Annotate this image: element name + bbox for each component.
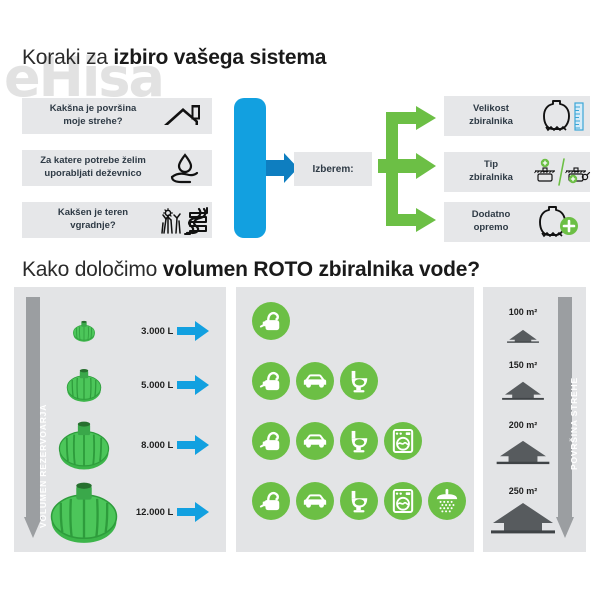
r3-line1: Dodatno [471, 209, 511, 221]
roof-area-label: 200 m² [508, 420, 538, 430]
q2-line1: Za katere potrebe želim [40, 155, 146, 167]
blue-arrow-right [173, 375, 212, 395]
title-bottom-plain: Kako določimo [22, 258, 163, 281]
result-box-tank-size[interactable]: Velikost zbiralnika [444, 96, 590, 136]
result-box-extra-equipment[interactable]: Dodatno opremo [444, 202, 590, 242]
watering-can-icon [252, 422, 290, 460]
shower-icon [428, 482, 466, 520]
title-top-plain: Koraki za [22, 46, 114, 69]
title-top-bold: izbiro vašega sistema [113, 46, 327, 69]
r2-line1: Tip [483, 159, 499, 171]
question-box-terrain[interactable]: Kakšen je teren vgradnje? [22, 202, 212, 238]
house-icon [507, 329, 539, 343]
title-bottom-bold: volumen ROTO zbiralnika vode? [162, 258, 480, 281]
question-box-water-usage[interactable]: Za katere potrebe želim uporabljati deže… [22, 150, 212, 186]
q3-line2: vgradnje? [70, 220, 116, 231]
volume-row: 8.000 L [40, 414, 212, 476]
izberem-label: Izberem: [312, 163, 354, 175]
roof-area-label: 100 m² [508, 307, 538, 317]
izberem-box: Izberem: [294, 152, 372, 186]
volume-row: 3.000 L [40, 305, 212, 357]
q2-line2: uporabljati deževnico [44, 168, 142, 179]
result-box-tank-type[interactable]: Tip zbiralnika [444, 152, 591, 192]
house-icon [496, 440, 550, 465]
roof-area-label: 150 m² [508, 360, 538, 370]
terrain-icon [158, 202, 212, 238]
tank-image-12000 [40, 478, 129, 546]
q1-line2: moje strehe? [63, 116, 123, 127]
volume-label: 12.000 L [135, 506, 174, 518]
blue-flow-arrow [234, 98, 300, 238]
roof-row: 250 m² [490, 486, 556, 535]
usage-row-3 [252, 422, 422, 460]
question-box-water-usage-text: Za katere potrebe želim uporabljati deže… [22, 155, 158, 180]
car-icon [296, 362, 334, 400]
tank-image-5000 [40, 360, 129, 410]
volume-label: 8.000 L [141, 439, 174, 451]
car-icon [296, 482, 334, 520]
roof-row: 150 m² [490, 360, 556, 401]
toilet-icon [340, 362, 378, 400]
roof-area-label: 250 m² [508, 486, 538, 496]
volume-axis-arrow [24, 297, 42, 540]
watering-can-icon [252, 482, 290, 520]
house-icon [491, 503, 555, 534]
tank-types-icon [532, 152, 591, 192]
r3-line2: opremo [473, 222, 509, 233]
tank-image-3000 [40, 310, 129, 352]
result-box-tank-type-text: Tip zbiralnika [450, 159, 532, 184]
r1-line1: Velikost [473, 103, 509, 115]
volume-label: 3.000 L [141, 325, 174, 337]
house-icon [502, 381, 544, 400]
blue-arrow-right [173, 435, 212, 455]
blue-arrow-right [173, 321, 212, 341]
question-box-roof-area-text: Kakšna je površina moje strehe? [22, 103, 158, 128]
roof-row: 100 m² [490, 307, 556, 344]
roof-row: 200 m² [490, 420, 556, 465]
volume-label: 5.000 L [141, 379, 174, 391]
blue-arrow-right [173, 502, 212, 522]
page-title-top: Koraki za izbiro vašega sistema [22, 46, 326, 70]
usage-row-2 [252, 362, 378, 400]
green-branch-arrows [378, 96, 448, 242]
tank-image-8000 [40, 415, 129, 475]
usage-row-1 [252, 302, 290, 340]
toilet-icon [340, 422, 378, 460]
volume-row: 12.000 L [40, 478, 212, 546]
q1-line1: Kakšna je površina [49, 103, 137, 115]
roof-icon [158, 98, 212, 134]
hand-waterdrop-icon [158, 150, 212, 186]
roof-axis-label: POVRŠINA STREHE [569, 377, 579, 470]
washing-machine-icon [384, 422, 422, 460]
q3-line1: Kakšen je teren [57, 207, 129, 219]
washing-machine-icon [384, 482, 422, 520]
r2-line2: zbiralnika [469, 172, 513, 183]
toilet-icon [340, 482, 378, 520]
watering-can-icon [252, 302, 290, 340]
roof-axis-arrow [556, 297, 574, 540]
result-box-tank-size-text: Velikost zbiralnika [450, 103, 532, 128]
result-box-extra-equipment-text: Dodatno opremo [450, 209, 532, 234]
question-box-roof-area[interactable]: Kakšna je površina moje strehe? [22, 98, 212, 134]
car-icon [296, 422, 334, 460]
r1-line2: zbiralnika [469, 116, 513, 127]
tank-ruler-icon [532, 96, 590, 136]
tank-plus-icon [532, 202, 590, 242]
volume-row: 5.000 L [40, 357, 212, 413]
question-box-terrain-text: Kakšen je teren vgradnje? [22, 207, 158, 232]
usage-row-4 [252, 482, 466, 520]
page-title-bottom: Kako določimo volumen ROTO zbiralnika vo… [22, 258, 480, 282]
watering-can-icon [252, 362, 290, 400]
